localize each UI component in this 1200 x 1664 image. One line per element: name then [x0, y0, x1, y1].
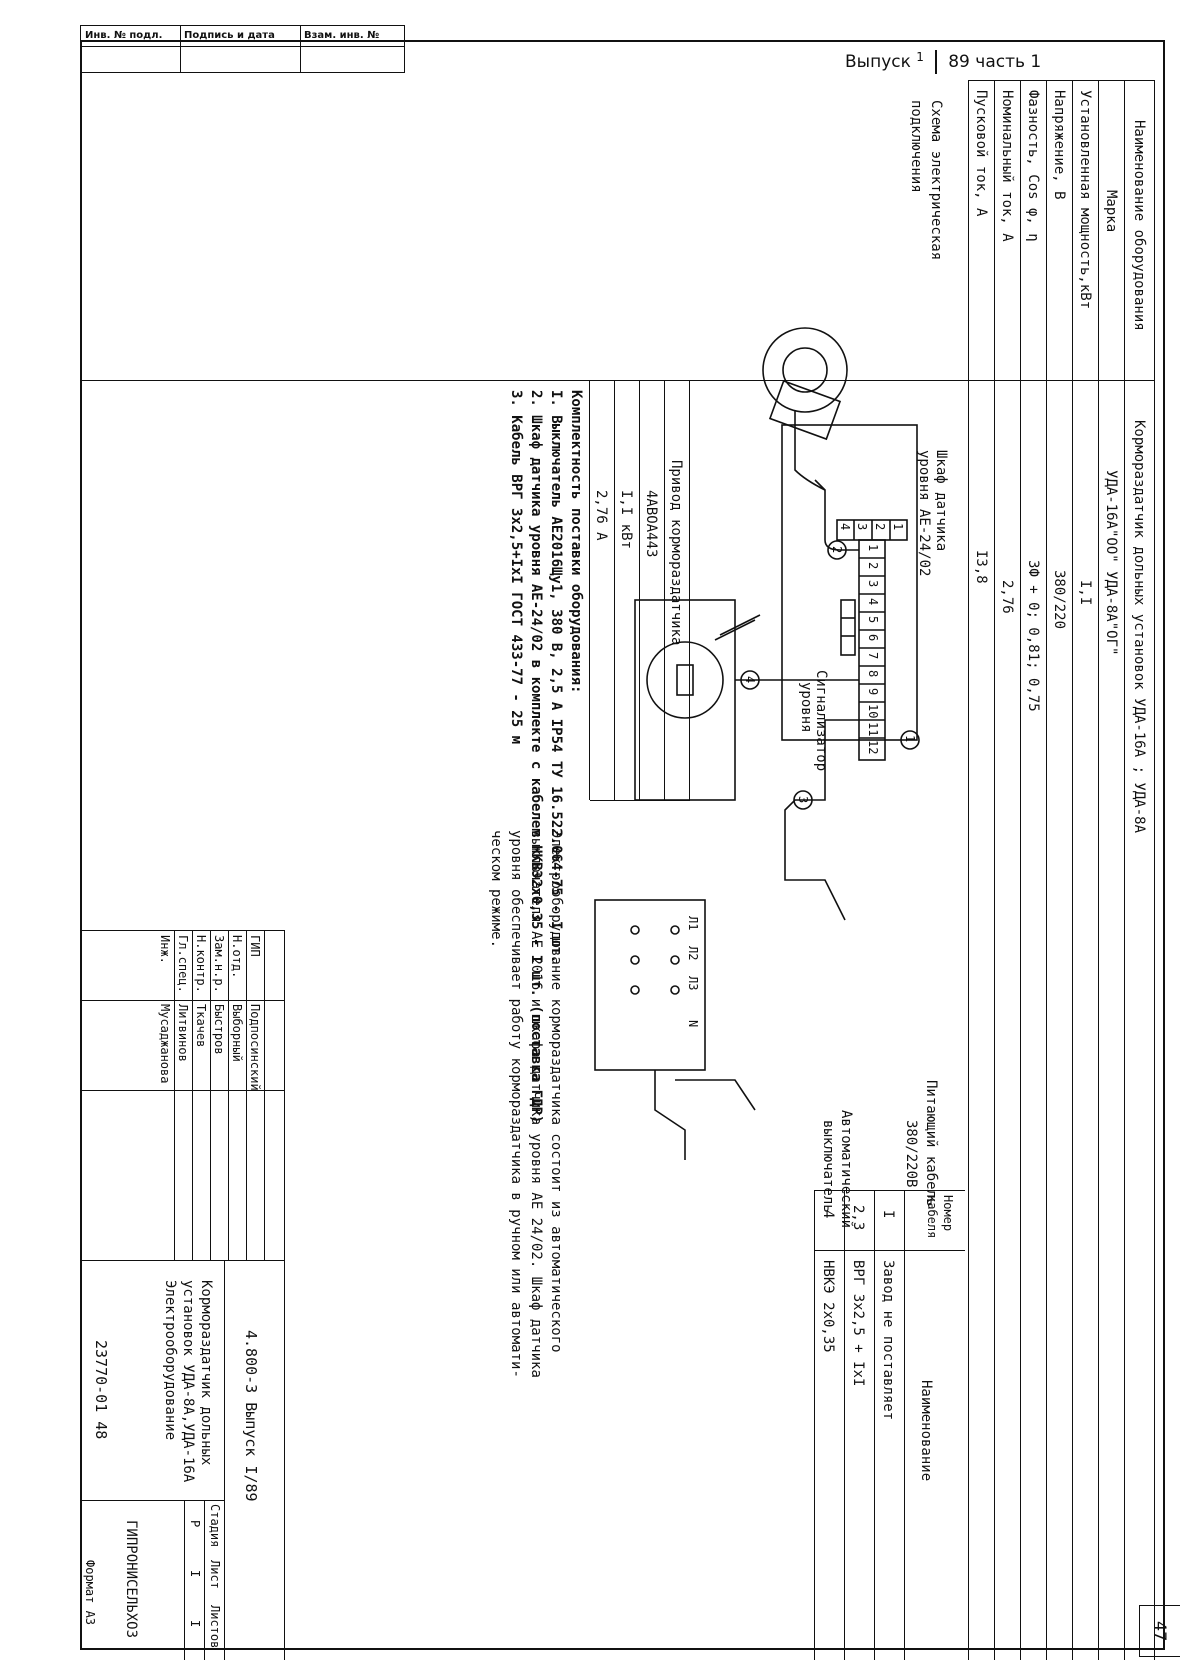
tb-name-6: Мусаджанова — [158, 1004, 172, 1084]
drawing-frame — [80, 40, 1165, 1650]
cable-row-3-name: НВКЭ 2х0,35 — [820, 1260, 836, 1353]
cable-marker-label-3: 3 — [796, 796, 810, 804]
drive-motor: 4АВОА443 — [643, 490, 659, 558]
terminal-left-4: 4 — [838, 523, 852, 531]
terminal-block — [858, 539, 886, 761]
phase-l3: Л3 — [686, 976, 700, 991]
sensor-cabinet-box — [781, 424, 918, 741]
issue-part: 89 часть — [948, 52, 1025, 72]
tb-role-2: Н.отд. — [230, 935, 244, 979]
cable-marker-3 — [793, 790, 813, 810]
terminal-8: 8 — [866, 670, 880, 678]
cable-row-1-number: I — [880, 1210, 896, 1219]
terminal-3: 3 — [866, 580, 880, 588]
terminal-left-1: 1 — [891, 523, 905, 531]
tb-role-3: Зам.н.р. — [212, 935, 226, 993]
phase-n: N — [686, 1020, 700, 1028]
cable-marker-label-1: 1 — [903, 735, 917, 743]
issue-label: Выпуск — [845, 52, 911, 72]
cable-marker-1 — [900, 730, 920, 750]
tb-title-3: Электрооборудование — [162, 1280, 178, 1441]
phase-l2: Л2 — [686, 946, 700, 961]
tb-title-2: установок УДА-8А,УДА-16А — [180, 1280, 196, 1483]
supply-cable-label: Питающий кабель — [923, 1080, 939, 1207]
supply-voltage-label: 380/220В — [903, 1120, 919, 1188]
cable-row-1-name: Завод не поставляет — [880, 1260, 896, 1421]
terminal-left-2: 2 — [873, 523, 887, 531]
auto-switch-label-2: выключатель — [820, 1120, 836, 1213]
tb-sheets-value: I — [188, 1620, 202, 1628]
tb-code: 4.800-3 Выпуск I/89 — [242, 1330, 260, 1502]
cable-marker-4 — [740, 670, 760, 690]
description-line-3: уровня обеспечивает работу кормораздатчи… — [508, 830, 524, 1378]
cable-header-number: Номер кабеля — [925, 1195, 955, 1239]
tb-stage-value: Р — [188, 1520, 202, 1528]
terminal-left-3: 3 — [855, 523, 869, 531]
level-signal-box — [634, 599, 736, 801]
terminal-11: 11 — [866, 722, 880, 737]
terminal-7: 7 — [866, 652, 880, 660]
signature-date-label: Подпись и дата — [180, 26, 301, 46]
tb-role-4: Н.контр. — [194, 935, 208, 993]
issue-number: 1 — [916, 50, 924, 64]
tb-format: Формат А3 — [83, 1560, 97, 1626]
cable-marker-2 — [827, 540, 847, 560]
cable-marker-label-2: 2 — [830, 546, 844, 554]
page-number: 47 — [1139, 1605, 1180, 1657]
description-line-4: ческом режиме. — [488, 830, 504, 949]
rotated-sheet: Наименование оборудования Кормораздатчик… — [80, 80, 1155, 1660]
terminal-12: 12 — [866, 740, 880, 755]
cable-row-2-number: 2,3 — [850, 1205, 866, 1231]
tb-role-1: ГИП — [248, 935, 262, 957]
tb-org: ГИПРОНИСЕЛЬХОЗ — [123, 1520, 139, 1639]
cable-row-2-name: ВРГ 3х2,5 + IхI — [850, 1260, 866, 1387]
delivery-item-1: I. Выключатель АЕ2016Щу1, 380 В, 2,5 А I… — [548, 390, 564, 964]
delivery-title: Комплектность поставки оборудования: — [568, 390, 584, 694]
tb-archive: 23770-01 48 — [92, 1340, 110, 1440]
inv-no-label: Инв. № подл. — [81, 26, 181, 46]
terminal-4: 4 — [866, 598, 880, 606]
tb-name-4: Ткачев — [194, 1004, 208, 1048]
tb-sheet-value: I — [188, 1570, 202, 1578]
phase-l1: Л1 — [686, 916, 700, 931]
issue-part-number: 1 — [1030, 52, 1042, 72]
cable-row-3-number: 4 — [820, 1210, 836, 1219]
issue-header: Выпуск 1 89 часть 1 — [845, 50, 1041, 74]
motor-symbol — [762, 327, 848, 413]
cable-header-name: Наименование — [918, 1380, 934, 1482]
tb-name-5: Литвинов — [176, 1004, 190, 1062]
tb-title-1: Кормораздатчик дольных — [198, 1280, 214, 1466]
auto-switch-box — [594, 899, 706, 1071]
drive-header: Привод кормораздатчика — [668, 460, 684, 646]
drive-power: I,I кВт — [618, 490, 634, 550]
tb-sheets-header: Листов — [208, 1605, 222, 1649]
terminal-10: 10 — [866, 704, 880, 719]
sensor-cabinet-label-1: Шкаф датчика — [933, 450, 949, 552]
level-signal-label-2: уровня — [798, 682, 814, 733]
terminal-5: 5 — [866, 616, 880, 624]
tb-role-6: Инж. — [158, 935, 172, 964]
delivery-item-3: 3. Кабель ВРГ 3х2,5+IхI ГОСТ 433-77 - 25… — [508, 390, 524, 745]
cable-marker-label-4: 4 — [743, 676, 757, 684]
drive-current: 2,76 А — [593, 490, 609, 541]
terminal-9: 9 — [866, 688, 880, 696]
terminal-6: 6 — [866, 634, 880, 642]
wiring-diagram — [594, 327, 920, 1160]
tb-name-1: Подпосинский — [248, 1004, 262, 1091]
tb-stage-header: Стадия — [208, 1504, 222, 1548]
delivery-item-2: 2. Шкаф датчика уровня АЕ-24/02 в компле… — [528, 390, 544, 1124]
sensor-cabinet-label-2: уровня АЕ-24/02 — [916, 450, 932, 577]
replace-inv-label: Взам. инв. № — [304, 30, 380, 41]
terminal-1: 1 — [866, 544, 880, 552]
tb-role-5: Гл.спец. — [176, 935, 190, 993]
tb-name-2: Выборный — [230, 1004, 244, 1062]
tb-sheet-header: Лист — [208, 1560, 222, 1589]
terminal-2: 2 — [866, 562, 880, 570]
tb-name-3: Быстров — [212, 1004, 226, 1055]
